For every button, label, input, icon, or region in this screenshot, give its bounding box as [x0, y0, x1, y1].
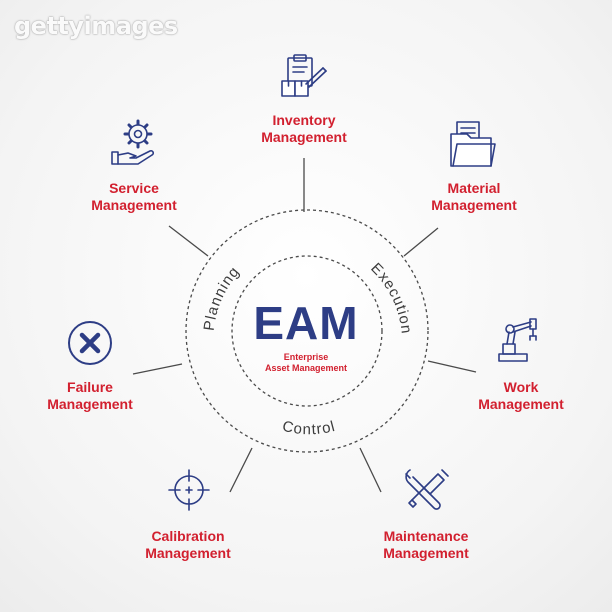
node-label-calibration-line2: Management — [145, 545, 231, 561]
node-label-work-line2: Management — [478, 396, 564, 412]
connector-failure — [132, 363, 183, 375]
node-label-inventory-line2: Management — [261, 129, 347, 145]
inventory-clipboard-icon — [281, 54, 327, 97]
crosshair-icon — [168, 469, 210, 511]
center-subtitle-line2: Asset Management — [264, 363, 348, 373]
ring-label-control: Control — [281, 418, 338, 438]
node-label-inventory-line1: Inventory — [272, 112, 336, 128]
outer-dashed-ring — [185, 209, 429, 453]
connector-material — [403, 227, 439, 257]
node-label-calibration-line1: Calibration — [151, 528, 225, 544]
wrench-screwdriver-icon — [405, 469, 449, 510]
node-label-service: Service Management — [74, 180, 194, 214]
connector-work — [427, 360, 477, 373]
node-label-maintenance-line1: Maintenance — [383, 528, 469, 544]
node-label-material: Material Management — [414, 180, 534, 214]
node-label-failure: Failure Management — [30, 379, 150, 413]
connector-service — [168, 225, 209, 257]
node-label-material-line1: Material — [447, 180, 501, 196]
node-label-service-line1: Service — [109, 180, 159, 196]
connector-lines — [132, 158, 477, 493]
robot-arm-icon — [498, 318, 537, 362]
node-label-service-line2: Management — [91, 197, 177, 213]
node-label-material-line2: Management — [431, 197, 517, 213]
node-label-failure-line2: Management — [47, 396, 133, 412]
node-label-failure-line1: Failure — [67, 379, 113, 395]
node-label-maintenance-line2: Management — [383, 545, 469, 561]
center-subtitle: Enterprise Asset Management — [0, 352, 612, 374]
node-label-inventory: Inventory Management — [244, 112, 364, 146]
x-circle-icon — [68, 321, 112, 365]
watermark: gettyimages — [14, 12, 178, 40]
node-label-work: Work Management — [461, 379, 581, 413]
center-title: EAM — [253, 297, 359, 349]
connector-maintenance — [359, 447, 382, 493]
inner-dashed-ring — [231, 255, 383, 407]
node-label-maintenance: Maintenance Management — [366, 528, 486, 562]
folder-files-icon — [450, 121, 496, 167]
node-label-calibration: Calibration Management — [128, 528, 248, 562]
center-subtitle-line1: Enterprise — [283, 352, 329, 362]
connector-calibration — [229, 447, 253, 493]
hand-gear-icon — [111, 119, 155, 165]
node-label-work-line1: Work — [503, 379, 539, 395]
